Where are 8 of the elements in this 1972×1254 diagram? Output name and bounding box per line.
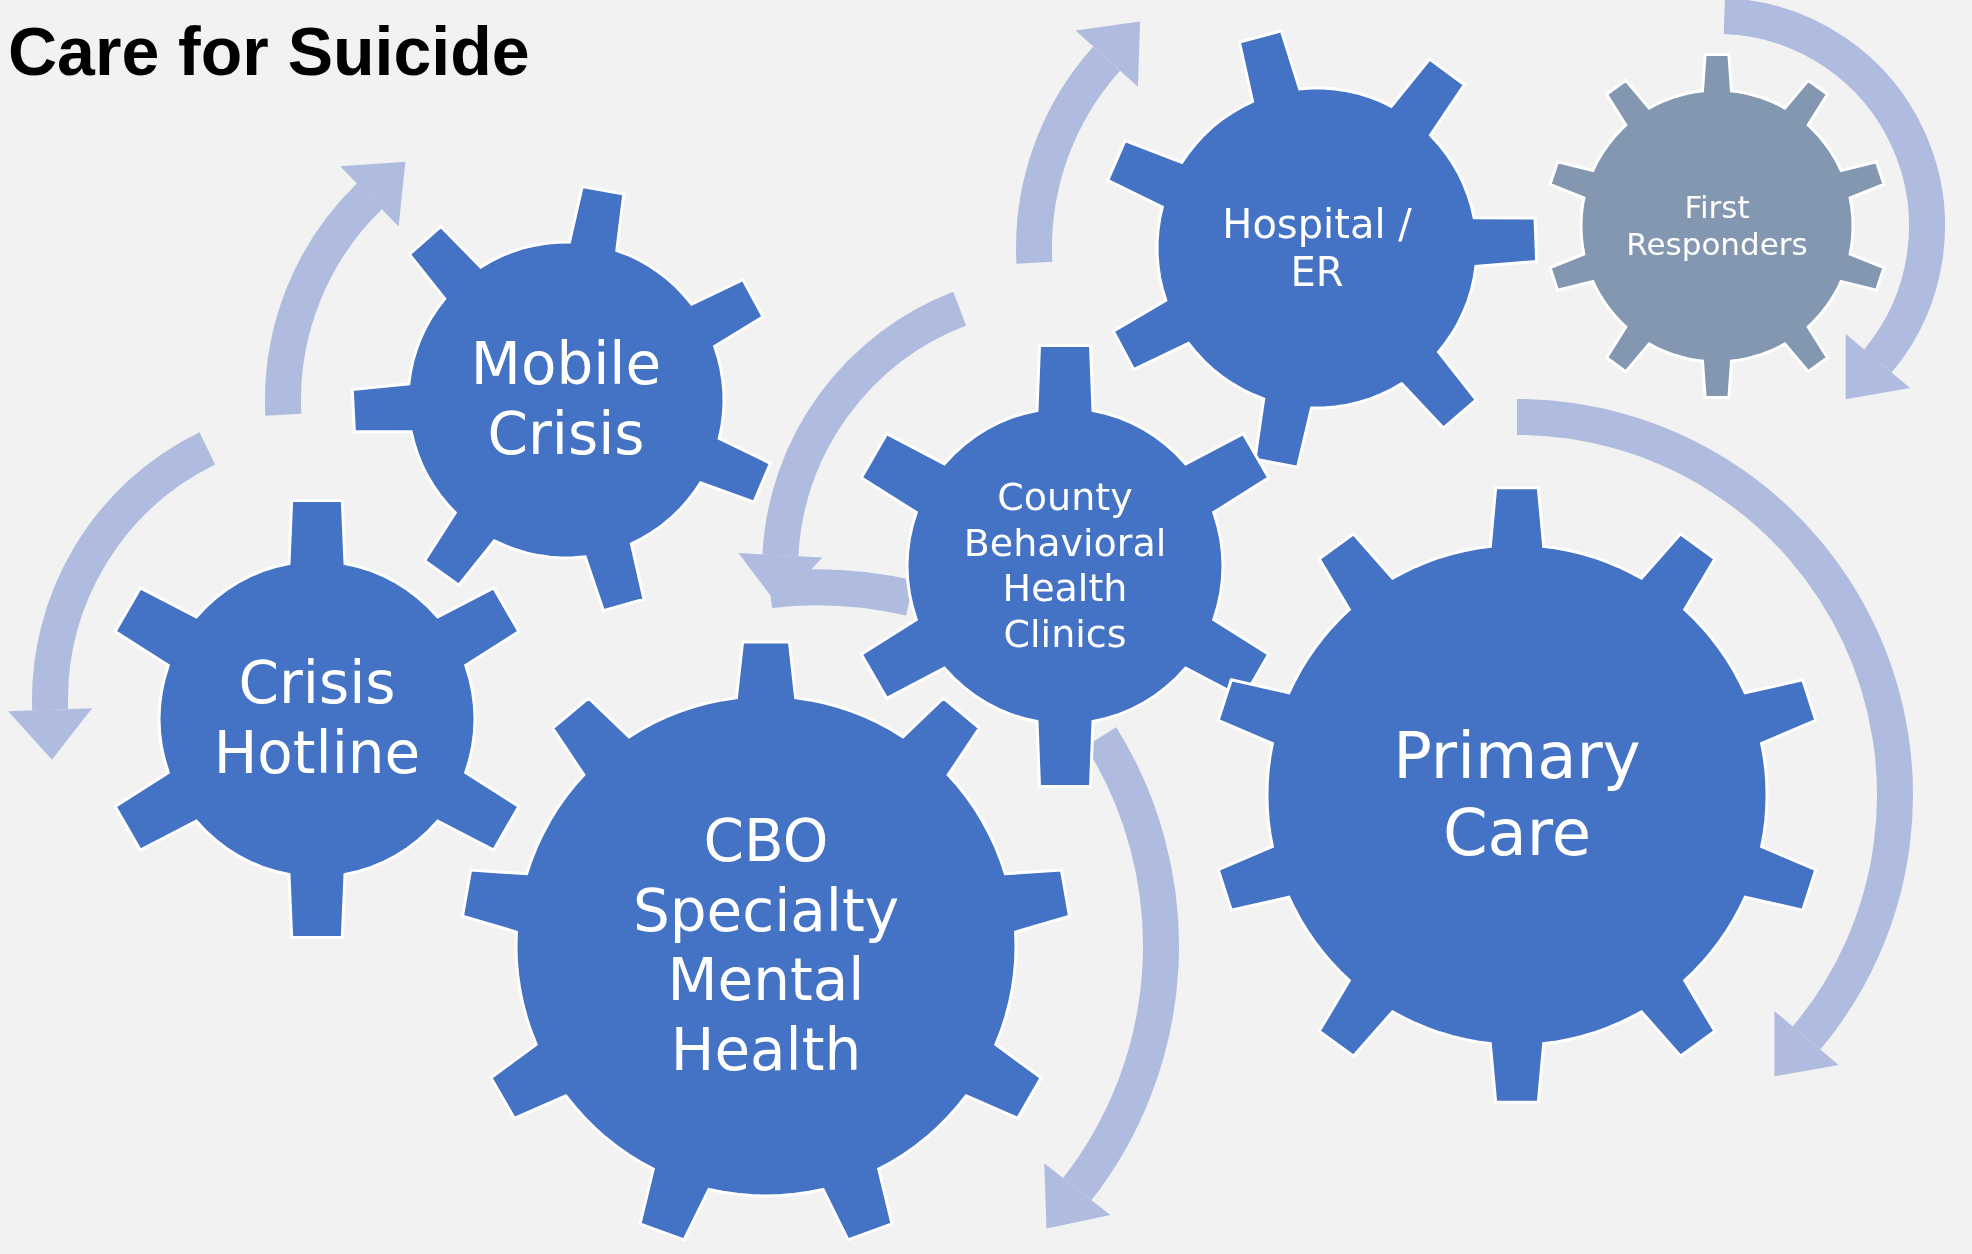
gear-label: Primary Care: [1392, 718, 1642, 872]
gear-label: County Behavioral Health Clinics: [962, 474, 1168, 658]
gear-label: First Responders: [1625, 188, 1809, 264]
gear-label: Crisis Hotline: [212, 649, 422, 789]
gear-label: Hospital / ER: [1221, 200, 1413, 296]
gear-label: Mobile Crisis: [469, 330, 663, 470]
title: Care for Suicide: [8, 12, 530, 90]
gear-label: CBO Specialty Mental Health: [631, 806, 900, 1086]
